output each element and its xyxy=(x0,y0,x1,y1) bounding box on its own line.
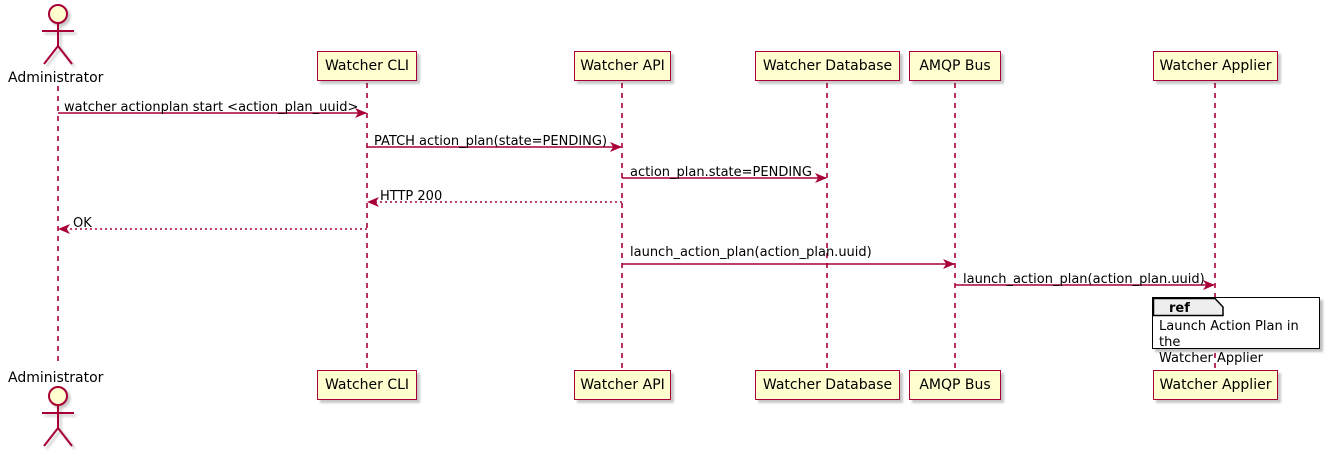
ref-fragment-tab-label: ref xyxy=(1169,301,1190,316)
participant-footer-label-watcher-cli: Watcher CLI xyxy=(324,377,410,393)
actor-label-administrator-bottom: Administrator xyxy=(8,370,104,386)
actor-administrator-top xyxy=(42,4,74,65)
participant-footer-watcher-api[interactable]: Watcher API xyxy=(574,370,671,400)
message-label-m4: HTTP 200 xyxy=(380,189,443,204)
participant-header-watcher-api[interactable]: Watcher API xyxy=(574,51,671,81)
message-arrows xyxy=(58,108,1215,290)
participant-header-watcher-cli[interactable]: Watcher CLI xyxy=(317,51,417,81)
participant-label-amqp-bus: AMQP Bus xyxy=(919,58,991,74)
ref-fragment: ref Launch Action Plan in the Watcher Ap… xyxy=(1152,297,1320,366)
participant-label-watcher-applier: Watcher Applier xyxy=(1159,58,1272,74)
ref-fragment-body-text: Launch Action Plan in the Watcher Applie… xyxy=(1159,319,1299,366)
lifelines xyxy=(57,83,1216,372)
participant-label-watcher-api: Watcher API xyxy=(580,58,665,74)
participant-header-watcher-database[interactable]: Watcher Database xyxy=(755,51,900,81)
message-label-m5: OK xyxy=(73,216,92,231)
participant-label-watcher-database: Watcher Database xyxy=(762,58,893,74)
participant-header-watcher-applier[interactable]: Watcher Applier xyxy=(1153,51,1278,81)
actor-administrator-bottom xyxy=(42,386,74,447)
participant-footer-watcher-database[interactable]: Watcher Database xyxy=(755,370,900,400)
message-label-m7: launch_action_plan(action_plan.uuid) xyxy=(963,272,1205,287)
message-label-m3: action_plan.state=PENDING xyxy=(630,165,812,180)
participant-footer-watcher-applier[interactable]: Watcher Applier xyxy=(1153,370,1278,400)
participant-footer-label-watcher-database: Watcher Database xyxy=(762,377,893,393)
actor-label-administrator-top: Administrator xyxy=(8,70,104,86)
participant-header-amqp-bus[interactable]: AMQP Bus xyxy=(909,51,1001,81)
participant-footer-amqp-bus[interactable]: AMQP Bus xyxy=(909,370,1001,400)
participant-footer-label-amqp-bus: AMQP Bus xyxy=(919,377,991,393)
ref-fragment-vector xyxy=(1152,297,1224,316)
message-label-m2: PATCH action_plan(state=PENDING) xyxy=(374,134,608,149)
message-label-m6: launch_action_plan(action_plan.uuid) xyxy=(630,245,872,260)
participant-label-watcher-cli: Watcher CLI xyxy=(324,58,410,74)
participant-footer-label-watcher-applier: Watcher Applier xyxy=(1159,377,1272,393)
message-label-m1: watcher actionplan start <action_plan_uu… xyxy=(64,100,359,115)
participant-footer-label-watcher-api: Watcher API xyxy=(580,377,665,393)
participant-footer-watcher-cli[interactable]: Watcher CLI xyxy=(317,370,417,400)
